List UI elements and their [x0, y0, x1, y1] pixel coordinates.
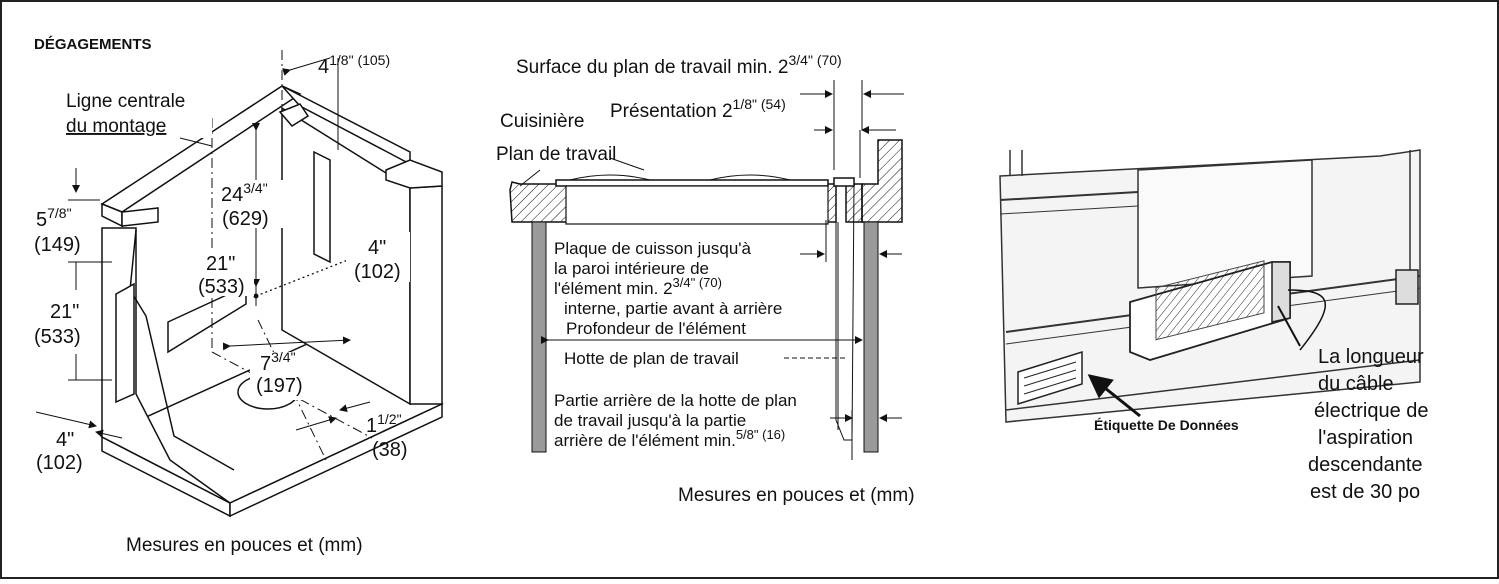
arriere-label-1: Partie arrière de la hotte de plan [554, 391, 797, 410]
cooktop-body [565, 185, 829, 225]
dim-21-left: 21" [50, 301, 79, 323]
arriere-label-2: de travail jusqu'à la partie [554, 411, 746, 430]
side-opening [115, 282, 135, 404]
power-cable [1287, 289, 1326, 351]
cable-note-6: est de 30 po [1310, 481, 1420, 503]
cabinet-caption: Mesures en pouces et (mm) [126, 535, 363, 556]
dim-4-bottom: 4" [56, 429, 74, 451]
cooktop [555, 179, 829, 187]
junction-box [1395, 269, 1419, 305]
dim-4-right: 4" [368, 237, 386, 259]
interne-label: interne, partie avant à arrière [564, 299, 782, 318]
centerline-label-1: Ligne centrale [66, 91, 185, 112]
cable-note-2: du câble [1318, 373, 1394, 395]
back-wall-opening [313, 150, 331, 264]
dim-7-mm: (197) [256, 375, 303, 397]
dim-21-inner: 21" [206, 253, 235, 275]
plan-de-travail-label: Plan de travail [496, 144, 616, 165]
plaque-label-1: Plaque de cuisson jusqu'à [554, 239, 752, 258]
surface-label: Surface du plan de travail min. 23/4" (7… [516, 52, 842, 78]
figure-title: DÉGAGEMENTS [34, 36, 152, 53]
plaque-label-2: la paroi intérieure de [554, 259, 709, 278]
cuisiniere-label: Cuisinière [500, 111, 584, 132]
cabinet-front-wall [531, 221, 547, 453]
hotte-label: Hotte de plan de travail [564, 349, 739, 368]
arriere-label-3: arrière de l'élément min.5/8" (16) [554, 427, 785, 450]
etiquette-label: Étiquette De Données [1094, 417, 1239, 433]
dim-21-inner-mm: (533) [198, 276, 245, 298]
dim-7: 73/4" [260, 349, 296, 375]
section-caption: Mesures en pouces et (mm) [678, 485, 915, 506]
profondeur-label: Profondeur de l'élément [566, 319, 746, 338]
vent-grille [1155, 260, 1265, 341]
cable-note-1: La longueur [1318, 346, 1424, 368]
cutout-rectangle [167, 284, 247, 354]
centerline-label-2: du montage [66, 116, 166, 137]
presentation-label: Présentation 21/8" (54) [610, 96, 786, 122]
cabinet-isometric: Ligne centrale du montage 41/8" (105) 57… [34, 50, 444, 556]
dim-4-right-mm: (102) [354, 261, 401, 283]
countertop-section: Surface du plan de travail min. 23/4" (7… [496, 52, 915, 506]
dim-4-bottom-mm: (102) [36, 452, 83, 474]
dim-1-mm: (38) [372, 439, 408, 461]
dim-left-top: 57/8" [36, 205, 72, 231]
dim-top-value: 41/8" (105) [318, 52, 390, 78]
downdraft-top [833, 177, 855, 187]
dim-21-left-mm: (533) [34, 326, 81, 348]
downdraft-body [835, 185, 855, 441]
backsplash [861, 139, 903, 223]
cable-note-3: électrique de [1314, 400, 1429, 422]
dim-24: 243/4" [221, 180, 268, 206]
cable-note-5: descendante [1308, 454, 1423, 476]
cabinet-right-side [409, 185, 443, 405]
data-label-photo: Étiquette De Données La longueur du câbl… [999, 149, 1429, 503]
dim-1: 11/2" [366, 411, 402, 437]
cable-note-4: l'aspiration [1318, 427, 1413, 449]
cabinet-back-wall-section [863, 221, 879, 453]
plaque-label-3: l'élément min. 23/4" (70) [554, 275, 722, 298]
dim-left-top-mm: (149) [34, 234, 81, 256]
dim-24-mm: (629) [222, 208, 269, 230]
